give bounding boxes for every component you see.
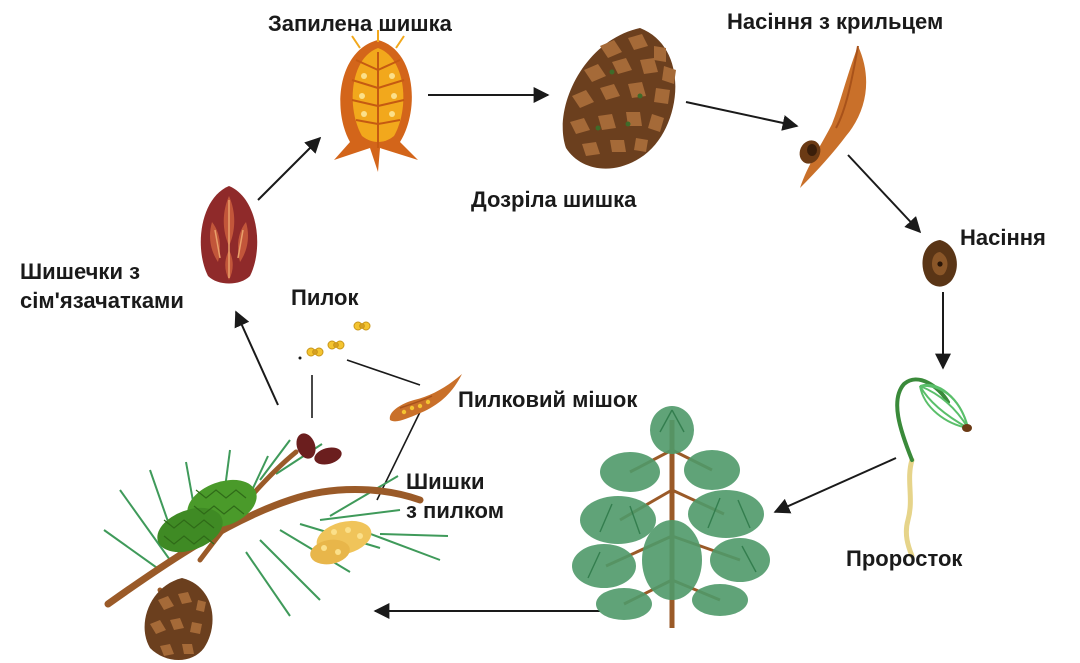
arrow-seedling-to-tree (773, 457, 897, 514)
pine-branch-icon (103, 433, 449, 660)
pointer-lines (311, 359, 421, 501)
pollinated-cone-icon (334, 30, 418, 172)
green-cone-icon (157, 479, 257, 553)
label-ovule-cones-line1: Шишечки з (20, 259, 141, 284)
pointer-sac-to-pollen-cones (376, 411, 421, 501)
winged-seed-icon (799, 45, 867, 188)
label-pollen-cones-line1: Шишки (406, 469, 485, 494)
ovule-cone-icon (200, 186, 258, 284)
pollen-sac-icon (389, 374, 462, 422)
seed-icon (922, 240, 957, 287)
label-seed: Насіння (960, 225, 1046, 250)
pollen-cones-icon (310, 520, 372, 565)
label-pollinated-cone: Запилена шишка (268, 11, 452, 36)
pollen-grains-icon (306, 321, 371, 357)
pointer-pollen-to-sac (346, 359, 421, 386)
label-pollen: Пилок (291, 285, 359, 310)
old-cone-icon (144, 578, 213, 660)
cycle-arrows (234, 87, 951, 619)
mature-cone-icon (562, 28, 676, 169)
pine-tree-icon (572, 406, 770, 628)
label-seedling: Проросток (846, 546, 963, 571)
arrow-branch-to-ovule-cones (234, 310, 279, 406)
label-pollen-sac: Пилковий мішок (458, 387, 638, 412)
label-ovule-cones-line2: сім'язачатками (20, 288, 184, 313)
seedling-icon (895, 377, 972, 559)
arrow-mature-to-winged-seed (685, 101, 799, 131)
label-pollen-cones-line2: з пилком (406, 498, 504, 523)
label-mature-cone: Дозріла шишка (471, 187, 637, 212)
small-ovule-cones-icon (296, 433, 342, 465)
arrow-winged-seed-to-seed (847, 154, 922, 234)
arrow-ovule-to-pollinated (257, 136, 322, 201)
label-winged-seed: Насіння з крильцем (727, 9, 944, 34)
